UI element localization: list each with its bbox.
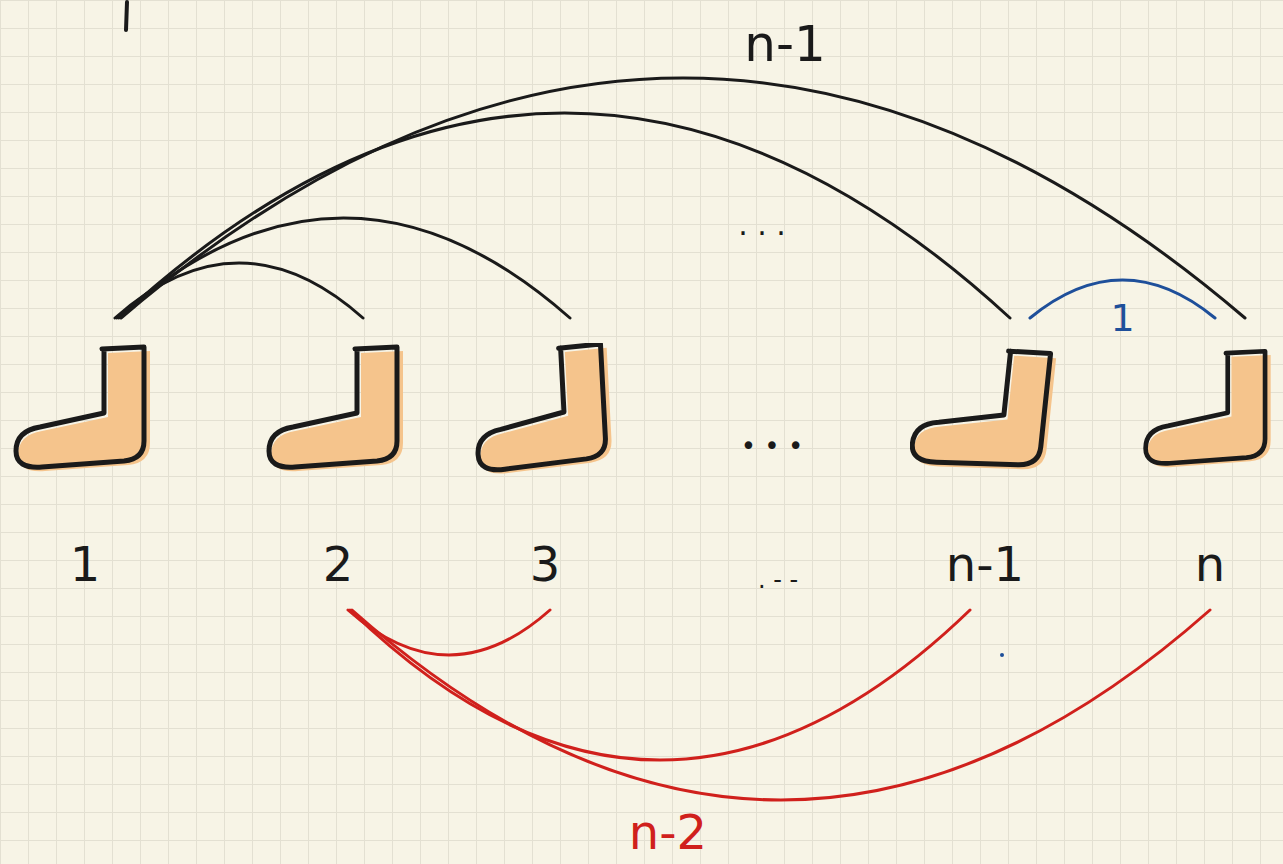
boot-node: n-1 [910,318,1060,610]
boot-outline [473,344,607,471]
boot-node: 1 [10,318,160,610]
ellipsis-mark: . - - [758,568,798,592]
boot-drawing [910,343,1060,478]
index-label: n-1 [910,540,1060,588]
count-label: n-1 [744,19,826,69]
boot-fill [18,351,150,471]
stray-stroke [126,2,127,30]
boot-drawing [1140,343,1280,478]
ellipsis-mark: · · · [738,219,786,249]
index-label: 2 [263,540,413,588]
pair-arc [119,113,1010,318]
boot-node: 2 [263,318,413,610]
boot-node: 3 [470,318,620,610]
boot-outline [269,347,397,467]
index-label: 3 [470,540,620,588]
index-label: n [1140,540,1280,588]
pair-arc [121,78,1245,318]
index-label: 1 [10,540,160,588]
edge-count-label: 1 [1110,299,1134,337]
boot-fill [1147,355,1270,467]
boot-fill [271,351,403,471]
ellipsis-mark: • • • [741,433,804,459]
boot-outline [1146,351,1265,463]
pair-arc [352,610,1210,800]
boot-node: n [1140,318,1280,610]
boot-drawing [470,343,620,478]
pair-arc [350,610,970,760]
stray-dot [1000,653,1004,657]
count-label: n-2 [629,808,707,856]
boot-drawing [263,343,413,478]
boot-outline [16,347,144,467]
boot-drawing [10,343,160,478]
boot-outline [911,343,1051,473]
